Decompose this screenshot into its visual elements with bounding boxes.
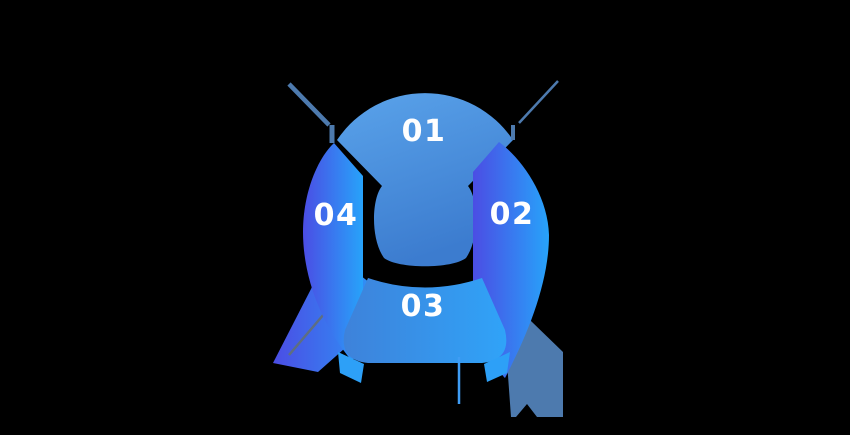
- fold-corner-right: [484, 352, 510, 382]
- segment-02-label: 02: [490, 197, 535, 232]
- segment-01-label: 01: [402, 114, 447, 149]
- callout-line-top-right: [518, 80, 559, 124]
- segment-04-shape: [303, 143, 363, 361]
- segment-03-shape: [343, 278, 507, 363]
- callout-line-top-left: [287, 82, 331, 127]
- segment-01-shape: [337, 93, 513, 267]
- segment-03-label: 03: [401, 289, 446, 324]
- segment-04-label: 04: [314, 198, 359, 233]
- fold-corner-left: [338, 352, 364, 383]
